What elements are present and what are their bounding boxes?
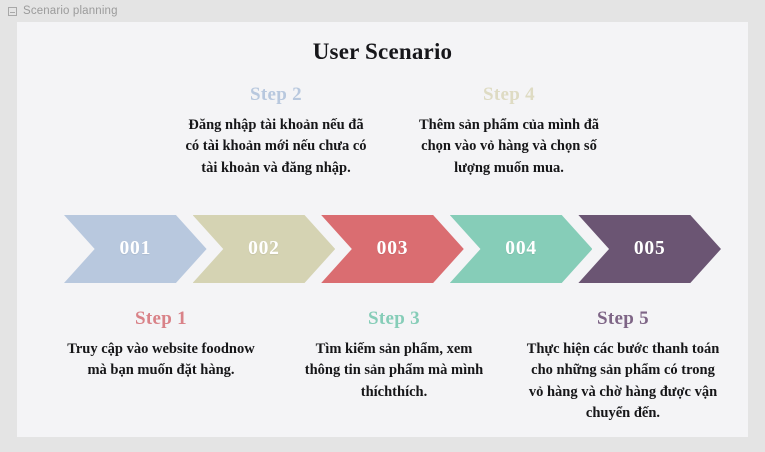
chevron-number-step1: 001: [119, 238, 152, 259]
step-body-step5: Thực hiện các bước thanh toán cho những …: [526, 341, 720, 421]
step-block-step3: Step 3 Tìm kiếm sản phẩm, xem thông tin …: [298, 308, 490, 403]
app-chrome-bar: Scenario planning: [0, 0, 765, 22]
page-title: User Scenario: [312, 39, 453, 64]
step-body-step2: Đăng nhập tài khoản nếu đã có tài khoản …: [185, 117, 367, 176]
chevron-step3[interactable]: 003: [321, 215, 464, 283]
chevron-step5[interactable]: 005: [578, 215, 721, 283]
chevron-number-step5: 005: [633, 238, 666, 259]
step-heading-step1: Step 1: [135, 308, 187, 329]
step-heading-step3: Step 3: [368, 308, 420, 329]
chevron-step1[interactable]: 001: [64, 215, 207, 283]
step-heading-step4: Step 4: [483, 84, 535, 105]
chevron-step2[interactable]: 002: [192, 215, 336, 283]
step-heading-step2: Step 2: [250, 84, 302, 105]
chevron-step4[interactable]: 004: [449, 215, 593, 283]
chevron-arrow-bar: 001 002 003 004 005: [64, 215, 721, 283]
step-block-step4: Step 4 Thêm sản phẩm của mình đã chọn và…: [413, 84, 605, 179]
step-block-step2: Step 2 Đăng nhập tài khoản nếu đã có tài…: [180, 84, 372, 179]
step-body-step1: Truy cập vào website foodnow mà bạn muốn…: [67, 341, 255, 379]
chevron-number-step3: 003: [376, 238, 409, 259]
step-block-step1: Step 1 Truy cập vào website foodnow mà b…: [65, 308, 257, 382]
slide-icon: [8, 6, 17, 16]
chevron-number-step4: 004: [505, 238, 537, 259]
slide-canvas: User Scenario Step 2 Đăng nhập tài khoản…: [17, 22, 748, 437]
step-body-step4: Thêm sản phẩm của mình đã chọn vào vỏ hà…: [418, 117, 600, 176]
chrome-title: Scenario planning: [23, 5, 118, 17]
step-block-step5: Step 5 Thực hiện các bước thanh toán cho…: [526, 308, 720, 424]
chevron-number-step2: 002: [248, 238, 280, 259]
step-body-step3: Tìm kiếm sản phẩm, xem thông tin sản phẩ…: [304, 341, 484, 400]
step-heading-step5: Step 5: [597, 308, 649, 329]
